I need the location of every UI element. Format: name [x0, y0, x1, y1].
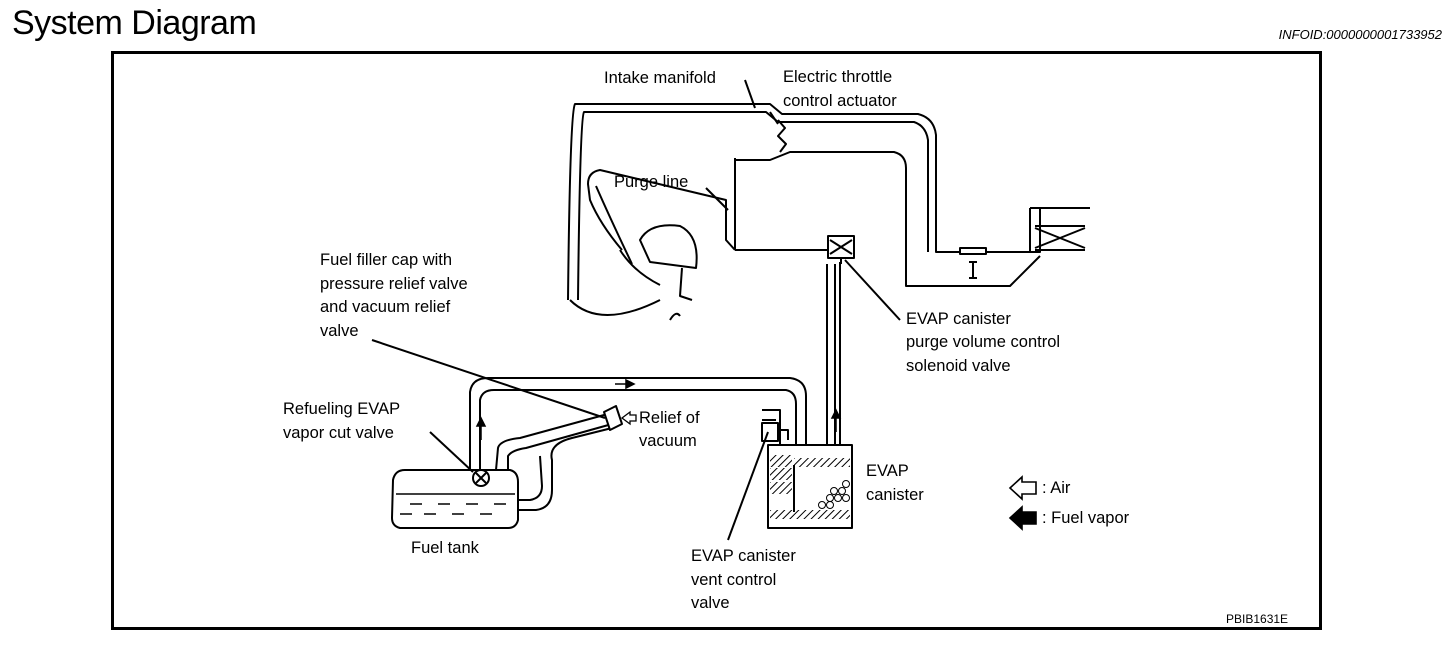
- page-title: System Diagram: [12, 4, 257, 42]
- canister-fill: [770, 455, 850, 519]
- label-solenoid-3: solenoid valve: [906, 357, 1011, 375]
- label-throttle-2: control actuator: [783, 92, 897, 110]
- filler-neck: [495, 411, 616, 471]
- leader-cut-valve: [429, 431, 474, 473]
- vapor-line: [469, 377, 840, 470]
- label-vent-1: EVAP canister: [691, 547, 796, 565]
- fuel-filler-cap: [603, 405, 623, 431]
- air-arrow-icon: [1008, 475, 1037, 501]
- label-cap-1: Fuel filler cap with: [320, 251, 452, 269]
- leader-solenoid: [844, 259, 901, 321]
- label-throttle-1: Electric throttle: [783, 68, 892, 86]
- label-fuel-tank: Fuel tank: [411, 539, 480, 557]
- label-cap-2: pressure relief valve: [320, 275, 468, 293]
- label-relief-1: Relief of: [639, 409, 700, 427]
- label-cut-valve-2: vapor cut valve: [283, 424, 394, 442]
- leader-cap: [371, 339, 606, 419]
- leader-purge-line: [705, 187, 729, 211]
- label-solenoid-2: purge volume control: [906, 333, 1060, 351]
- purge-line: [587, 169, 736, 251]
- fuel-surface: [396, 493, 515, 515]
- throttle-duct-lower: [735, 151, 1041, 287]
- throttle-valve: [777, 119, 787, 153]
- diagram-frame: [111, 51, 1322, 630]
- flow-arrows: [475, 378, 842, 440]
- info-id: INFOID:0000000001733952: [1278, 27, 1442, 42]
- label-solenoid-1: EVAP canister: [906, 310, 1011, 328]
- intake-manifold: [567, 103, 1090, 301]
- intake-runner: [639, 224, 698, 269]
- label-intake-manifold: Intake manifold: [604, 69, 716, 87]
- fuel-vapor-arrow-icon: [1008, 505, 1037, 531]
- label-vent-3: valve: [691, 594, 730, 612]
- label-cut-valve-1: Refueling EVAP: [283, 400, 400, 418]
- label-relief-2: vacuum: [639, 432, 697, 450]
- leader-vent: [727, 431, 769, 541]
- figure-code: PBIB1631E: [1226, 612, 1288, 626]
- intake-manifold-inner: [577, 111, 929, 301]
- relief-arrow-icon: [620, 410, 637, 426]
- fuel-tank: [391, 469, 519, 529]
- leader-throttle: [769, 111, 779, 125]
- label-cap-4: valve: [320, 322, 359, 340]
- label-purge-line: Purge line: [614, 173, 688, 191]
- air-cleaner: [1029, 207, 1090, 252]
- legend-fuel-vapor-label: : Fuel vapor: [1042, 509, 1130, 527]
- legend-air-label: : Air: [1042, 479, 1071, 497]
- label-cap-3: and vacuum relief: [320, 298, 451, 316]
- leader-intake: [744, 79, 756, 109]
- label-canister-1: EVAP: [866, 462, 909, 480]
- label-canister-2: canister: [866, 486, 924, 504]
- maf-sensor: [959, 247, 987, 255]
- label-vent-2: vent control: [691, 571, 776, 589]
- labels: Intake manifold Electric throttle contro…: [283, 68, 1288, 626]
